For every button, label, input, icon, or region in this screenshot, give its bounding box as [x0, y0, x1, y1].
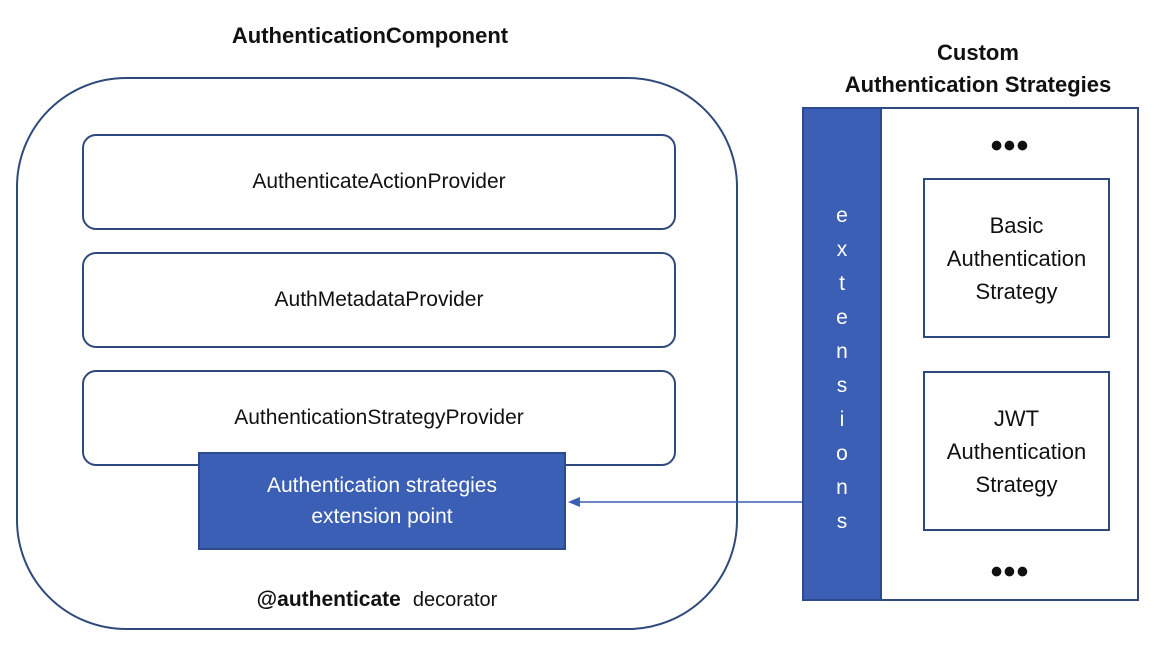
- ellipsis-top: •••: [990, 126, 1030, 165]
- extensions-letter: e: [836, 306, 848, 329]
- authenticate-action-provider-box: AuthenticateActionProvider: [82, 134, 676, 230]
- auth-metadata-provider-box: AuthMetadataProvider: [82, 252, 676, 348]
- extensions-letter: x: [836, 238, 848, 261]
- extensions-letter: o: [836, 442, 848, 465]
- component-title: AuthenticationComponent: [231, 23, 509, 48]
- decorator-caption: @authenticate decorator: [0, 588, 754, 612]
- extensions-letter: n: [836, 340, 848, 363]
- extensions-letter: t: [839, 272, 845, 295]
- basic-authentication-strategy-box: Basic Authentication Strategy: [923, 178, 1110, 338]
- basic-strategy-line2: Authentication: [946, 245, 1087, 271]
- extension-point-box: Authentication strategies extension poin…: [198, 452, 566, 550]
- ellipsis-bottom: •••: [990, 552, 1030, 591]
- decorator-name: @authenticate: [256, 588, 401, 611]
- extensions-letter: n: [836, 476, 848, 499]
- arrow-head-icon: [568, 497, 580, 507]
- extensions-letter: e: [836, 204, 848, 227]
- extension-point-label-line2: extension point: [311, 505, 453, 528]
- custom-title-line1: Custom: [937, 40, 1019, 65]
- jwt-strategy-line1: JWT: [993, 405, 1040, 431]
- custom-title-line2: Authentication Strategies: [844, 72, 1112, 97]
- decorator-suffix: decorator: [412, 588, 498, 611]
- basic-strategy-line3: Strategy: [975, 278, 1058, 304]
- extensions-letter: s: [836, 510, 848, 533]
- basic-strategy-line1: Basic: [989, 212, 1044, 238]
- extension-point-label-line1: Authentication strategies: [267, 473, 497, 497]
- custom-strategies-title: Custom Authentication Strategies: [820, 36, 1136, 102]
- authentication-component-container: [16, 77, 738, 630]
- jwt-strategy-line3: Strategy: [975, 471, 1058, 497]
- jwt-authentication-strategy-box: JWT Authentication Strategy: [923, 371, 1110, 531]
- jwt-strategy-line2: Authentication: [946, 438, 1087, 464]
- extensions-letter: s: [836, 374, 848, 397]
- extensions-letter: i: [839, 408, 845, 431]
